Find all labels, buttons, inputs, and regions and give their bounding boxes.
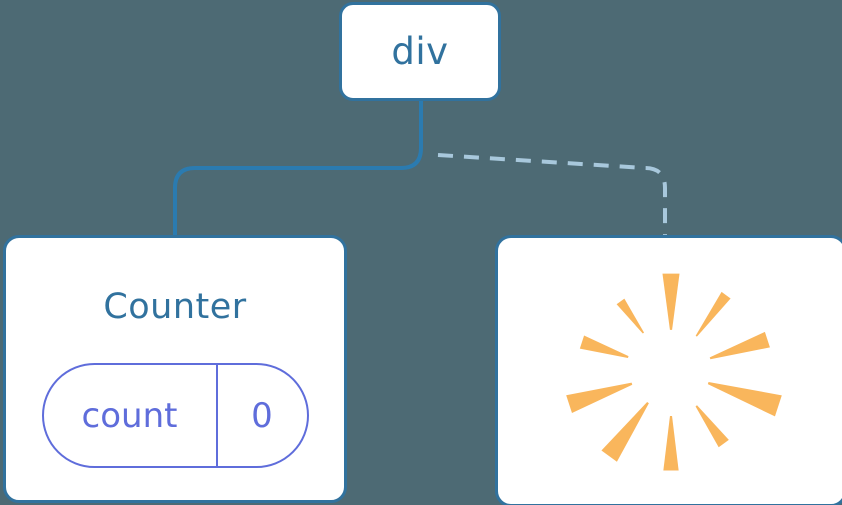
burst-ray-3 — [707, 381, 782, 417]
burst-ray-8 — [579, 335, 629, 359]
burst-ray-0 — [662, 273, 680, 330]
edge-div-to-burst — [437, 153, 667, 237]
burst-ray-2 — [709, 331, 770, 360]
node-burst-placeholder[interactable] — [495, 235, 842, 505]
burst-ray-6 — [601, 402, 649, 462]
burst-ray-9 — [616, 298, 645, 334]
edge-div-to-counter — [173, 99, 423, 239]
node-counter[interactable]: Counter count 0 — [3, 235, 347, 503]
burst-ray-4 — [695, 405, 729, 448]
burst-ray-5 — [663, 415, 679, 471]
node-div[interactable]: div — [339, 2, 501, 101]
prop-pill-wrap: count 0 — [41, 363, 309, 468]
burst-ray-1 — [695, 291, 731, 337]
sparkle-burst-icon — [566, 273, 782, 471]
node-counter-label: Counter — [103, 287, 247, 327]
prop-value-count: 0 — [251, 395, 273, 436]
burst-holder — [498, 238, 842, 504]
prop-pill-count[interactable]: count 0 — [41, 363, 309, 468]
prop-key-count: count — [44, 365, 218, 466]
node-div-label: div — [391, 30, 449, 73]
burst-ray-7 — [566, 382, 633, 414]
